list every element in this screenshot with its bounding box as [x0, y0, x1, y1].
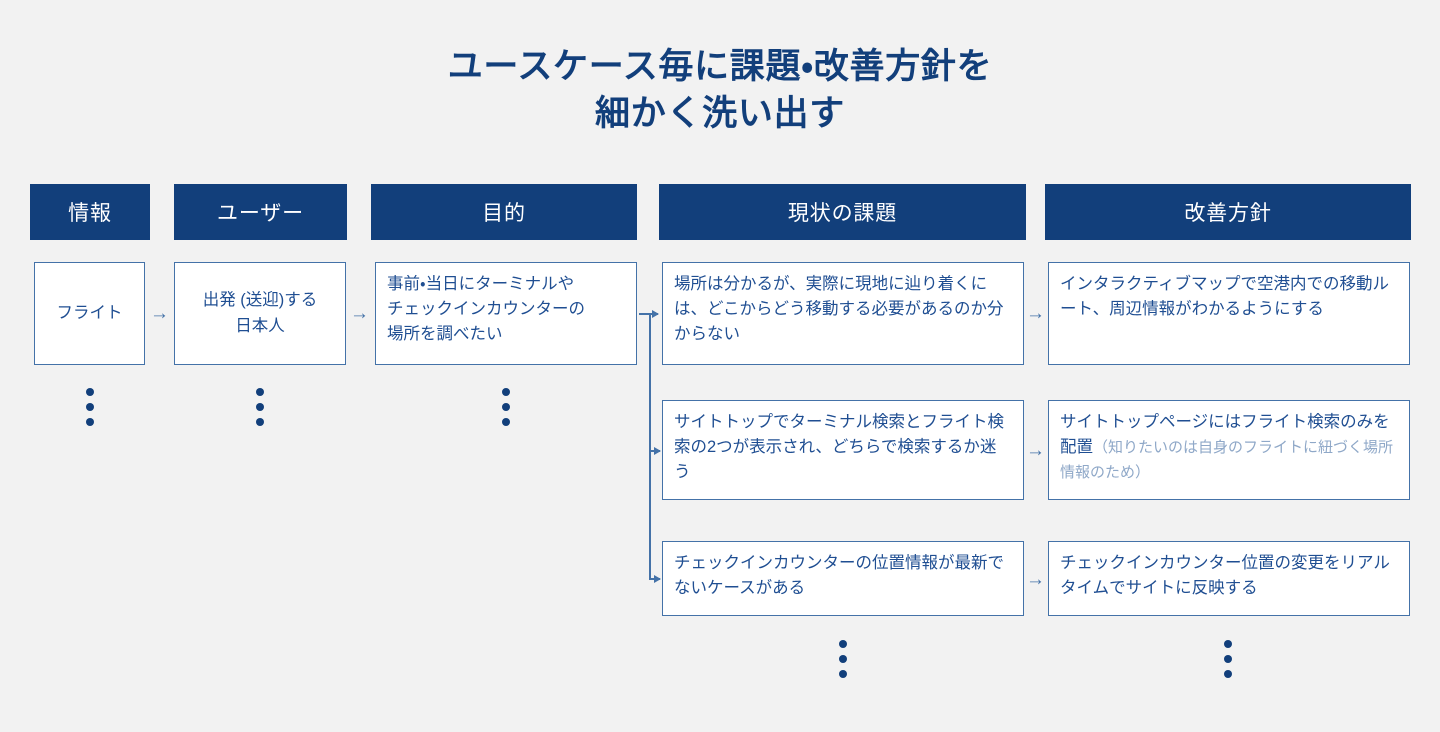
- column-header-label: 改善方針: [1184, 202, 1272, 225]
- ellipsis-user: [255, 388, 265, 426]
- ellipsis-dot: [502, 418, 510, 426]
- ellipsis-dot: [256, 388, 264, 396]
- cell-improvement-2[interactable]: サイトトップページにはフライト検索のみを配置（知りたいのは自身のフライトに紐づく…: [1048, 400, 1410, 500]
- improvement-main: インタラクティブマップで空港内での移動ルート、周辺情報がわかるようにする: [1060, 275, 1390, 319]
- cell-issue-3[interactable]: チェックインカウンターの位置情報が最新でないケースがある: [662, 541, 1024, 616]
- cell-improvement-1[interactable]: インタラクティブマップで空港内での移動ルート、周辺情報がわかるようにする: [1048, 262, 1410, 365]
- branch-stub-issue-3: [649, 575, 661, 582]
- ellipsis-dot: [86, 418, 94, 426]
- column-header-information: 情報: [30, 184, 150, 240]
- ellipsis-dot: [839, 640, 847, 648]
- cell-text: 出発 (送迎)する 日本人: [202, 291, 318, 335]
- arrow-issue-1-to-improvement-1: →: [1026, 303, 1045, 324]
- ellipsis-dot: [86, 388, 94, 396]
- ellipsis-dot: [502, 388, 510, 396]
- cell-user-persona[interactable]: 出発 (送迎)する 日本人: [174, 262, 346, 365]
- ellipsis-dot: [86, 403, 94, 411]
- ellipsis-dot: [1224, 670, 1232, 678]
- improvement-note: （知りたいのは自身のフライトに紐づく場所情報のため）: [1060, 439, 1394, 482]
- ellipsis-dot: [256, 403, 264, 411]
- ellipsis-dot: [502, 403, 510, 411]
- cell-text: チェックインカウンター位置の変更をリアルタイムでサイトに反映する: [1060, 551, 1398, 601]
- cell-text: インタラクティブマップで空港内での移動ルート、周辺情報がわかるようにする: [1060, 272, 1398, 322]
- ellipsis-dot: [839, 655, 847, 663]
- ellipsis-purpose: [501, 388, 511, 426]
- branch-trunk-line: [649, 313, 651, 579]
- cell-improvement-3[interactable]: チェックインカウンター位置の変更をリアルタイムでサイトに反映する: [1048, 541, 1410, 616]
- cell-text: フライト: [56, 303, 123, 322]
- cell-text: 場所は分かるが、実際に現地に辿り着くには、どこからどう移動する必要があるのか分か…: [674, 275, 1004, 344]
- ellipsis-dot: [1224, 655, 1232, 663]
- ellipsis-current-issues: [838, 640, 848, 678]
- cell-text: サイトトップページにはフライト検索のみを配置（知りたいのは自身のフライトに紐づく…: [1060, 410, 1398, 485]
- column-header-purpose: 目的: [371, 184, 637, 240]
- ellipsis-information: [85, 388, 95, 426]
- column-header-improvement-policy: 改善方針: [1045, 184, 1411, 240]
- cell-information-flight[interactable]: フライト: [34, 262, 145, 365]
- column-header-user: ユーザー: [174, 184, 347, 240]
- branch-stub-purpose-out: [639, 310, 659, 317]
- ellipsis-improvement-policy: [1223, 640, 1233, 678]
- arrow-user-to-purpose: →: [350, 303, 369, 324]
- cell-issue-2[interactable]: サイトトップでターミナル検索とフライト検索の2つが表示され、どちらで検索するか迷…: [662, 400, 1024, 500]
- cell-issue-1[interactable]: 場所は分かるが、実際に現地に辿り着くには、どこからどう移動する必要があるのか分か…: [662, 262, 1024, 365]
- column-header-label: 現状の課題: [787, 202, 898, 225]
- improvement-main: チェックインカウンター位置の変更をリアルタイムでサイトに反映する: [1060, 554, 1390, 598]
- cell-text: サイトトップでターミナル検索とフライト検索の2つが表示され、どちらで検索するか迷…: [674, 413, 1004, 482]
- cell-text: 事前・当日にターミナルや チェックインカウンターの 場所を調べたい: [387, 275, 585, 344]
- ellipsis-dot: [256, 418, 264, 426]
- ellipsis-dot: [839, 670, 847, 678]
- column-header-current-issues: 現状の課題: [659, 184, 1026, 240]
- column-header-label: 目的: [482, 202, 526, 225]
- column-header-label: 情報: [68, 202, 112, 225]
- arrow-issue-3-to-improvement-3: →: [1026, 569, 1045, 590]
- arrow-information-to-user: →: [150, 303, 169, 324]
- cell-purpose[interactable]: 事前・当日にターミナルや チェックインカウンターの 場所を調べたい: [375, 262, 637, 365]
- improvement-main: サイトトップページにはフライト検索のみを配置: [1060, 413, 1390, 457]
- arrow-issue-2-to-improvement-2: →: [1026, 440, 1045, 461]
- cell-text: チェックインカウンターの位置情報が最新でないケースがある: [674, 554, 1004, 598]
- page-title: ユースケース毎に課題・改善方針を 細かく洗い出す: [447, 47, 993, 133]
- column-header-label: ユーザー: [217, 202, 304, 225]
- ellipsis-dot: [1224, 640, 1232, 648]
- branch-stub-issue-2: [649, 447, 661, 454]
